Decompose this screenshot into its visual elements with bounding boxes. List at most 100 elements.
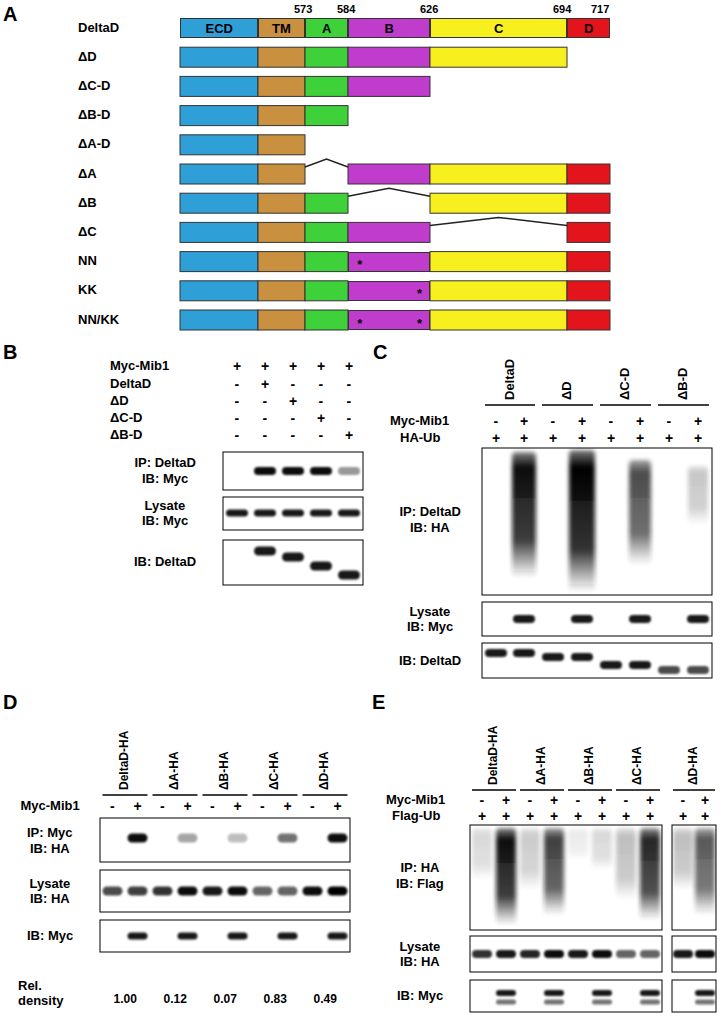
blot-lanes bbox=[226, 510, 360, 517]
domain-segment bbox=[567, 193, 610, 213]
treatment-sign: + bbox=[622, 808, 630, 824]
blot-band bbox=[629, 615, 651, 623]
treatment-sign: - bbox=[528, 792, 533, 808]
domain-segment bbox=[305, 310, 348, 330]
lane-group-label: ΔC-HA bbox=[631, 746, 645, 785]
construct-map bbox=[180, 47, 610, 330]
domain-segment bbox=[348, 164, 430, 184]
blot-band bbox=[687, 666, 709, 674]
blot-band bbox=[278, 834, 298, 843]
treatment-sign: + bbox=[520, 413, 528, 429]
blot-band bbox=[542, 653, 564, 661]
blot-band bbox=[571, 653, 593, 661]
domain-label: A bbox=[322, 22, 331, 35]
antibody-label: IB: Flag bbox=[396, 877, 444, 892]
blot-band bbox=[544, 1000, 564, 1005]
construct-name: NN bbox=[78, 254, 97, 269]
domain-segment bbox=[305, 47, 348, 67]
blot-panel bbox=[223, 540, 363, 585]
treatment-sign: - bbox=[160, 798, 165, 814]
blot-panel bbox=[482, 602, 712, 636]
blot-band bbox=[178, 933, 198, 940]
treatment-sign: - bbox=[310, 798, 315, 814]
ubiquitin-smear bbox=[673, 828, 693, 890]
domain-segment bbox=[567, 164, 610, 184]
panel-letter: A bbox=[3, 3, 17, 26]
residue-number: 694 bbox=[553, 3, 571, 16]
blot-band bbox=[687, 615, 709, 623]
blot-band bbox=[282, 553, 304, 562]
ubiquitin-smear bbox=[568, 828, 588, 860]
antibody-label: Lysate bbox=[145, 499, 186, 514]
row-label: Myc-Mib1 bbox=[110, 359, 169, 374]
domain-label: * bbox=[417, 287, 422, 300]
blot-lanes bbox=[254, 547, 360, 580]
blot-frame bbox=[223, 452, 363, 490]
treatment-sign: - bbox=[291, 427, 296, 443]
ubiquitin-smear bbox=[688, 466, 708, 525]
deletion-line bbox=[305, 159, 348, 167]
domain-segment bbox=[567, 222, 610, 242]
domain-segment bbox=[180, 76, 258, 96]
blot-band bbox=[496, 1000, 516, 1005]
construct-name: ΔA bbox=[78, 167, 97, 182]
domain-box: A bbox=[305, 18, 348, 38]
lane-group-label: ΔD bbox=[560, 381, 575, 400]
domain-segment bbox=[430, 47, 567, 67]
domain-label: * bbox=[417, 317, 422, 330]
blot-band bbox=[310, 467, 332, 475]
antibody-label: IP: DeltaD bbox=[135, 456, 196, 471]
row-label: ΔB-D bbox=[110, 428, 142, 443]
panel-letter: C bbox=[373, 341, 387, 364]
domain-box: * bbox=[348, 281, 430, 301]
treatment-sign: - bbox=[624, 792, 629, 808]
row-label: ΔC-D bbox=[110, 411, 142, 426]
residue-number: 626 bbox=[420, 3, 438, 16]
treatment-sign: + bbox=[665, 430, 673, 446]
blot-band bbox=[592, 950, 612, 958]
lane-group-label: ΔC-HA bbox=[268, 751, 282, 790]
domain-segment bbox=[567, 310, 610, 330]
blot-band bbox=[128, 887, 148, 896]
construct-name: NN/KK bbox=[78, 313, 119, 328]
domain-segment bbox=[348, 76, 430, 96]
domain-segment bbox=[348, 222, 430, 242]
blot-band bbox=[338, 571, 360, 580]
treatment-sign: + bbox=[550, 792, 558, 808]
domain-segment bbox=[258, 76, 305, 96]
blot-lanes bbox=[128, 834, 348, 843]
blot-band bbox=[600, 661, 622, 669]
blot-panel bbox=[223, 452, 363, 490]
blot-frame bbox=[482, 643, 712, 678]
antibody-label: Lysate bbox=[410, 605, 451, 620]
blot-frame bbox=[470, 980, 662, 1012]
blot-band bbox=[472, 950, 492, 958]
treatment-sign: - bbox=[681, 792, 686, 808]
blot-frame bbox=[470, 825, 662, 930]
blot-band bbox=[282, 510, 304, 517]
construct-name: ΔC bbox=[78, 225, 97, 240]
treatment-sign: + bbox=[574, 808, 582, 824]
blot-lanes bbox=[512, 450, 708, 592]
domain-segment bbox=[305, 222, 348, 242]
blot-panel bbox=[470, 980, 662, 1012]
blot-band bbox=[328, 887, 348, 896]
blot-band bbox=[592, 1000, 612, 1005]
blot-frame bbox=[482, 602, 712, 636]
construct-name: KK bbox=[78, 283, 97, 298]
blot-frame bbox=[672, 980, 716, 1012]
treatment-sign: + bbox=[261, 376, 269, 392]
row-label: ΔD bbox=[110, 394, 129, 409]
row-label: DeltaD bbox=[110, 377, 151, 392]
treatment-sign: + bbox=[526, 808, 534, 824]
treatment-sign: + bbox=[345, 427, 353, 443]
row-label: Myc-Mib1 bbox=[386, 793, 445, 808]
domain-box: C bbox=[430, 18, 567, 38]
construct-name: ΔB bbox=[78, 196, 97, 211]
treatment-sign: - bbox=[609, 413, 614, 429]
blot-band bbox=[496, 950, 516, 958]
blot-band bbox=[520, 950, 540, 958]
ubiquitin-smear bbox=[472, 828, 492, 880]
blot-band bbox=[254, 510, 276, 517]
